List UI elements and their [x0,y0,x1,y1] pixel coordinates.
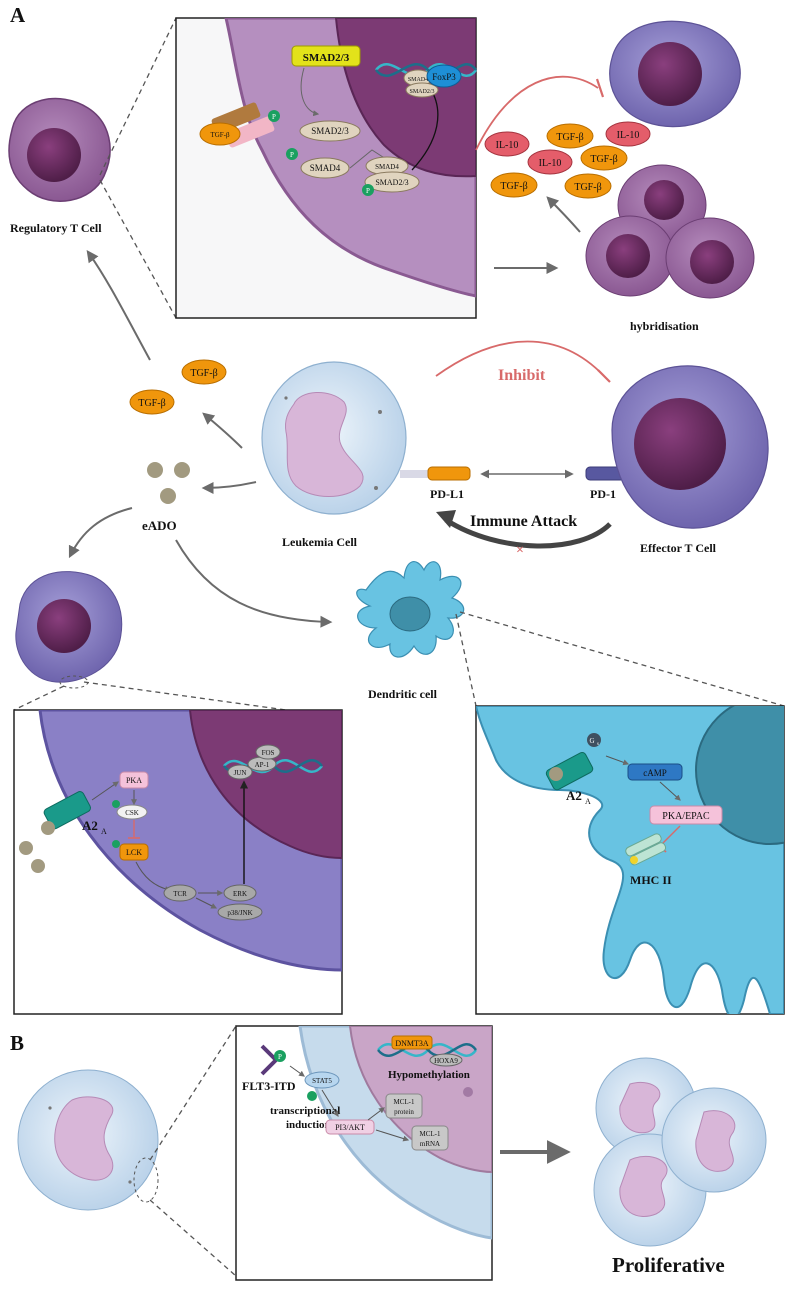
panel-label-b: B [10,1031,24,1055]
mrna-label: mRNA [420,1140,440,1148]
dna-smad4: SMAD4 [408,77,428,83]
a2a-dc-label: A2 [566,788,582,803]
eado-label: eADO [142,518,177,533]
tgfb-secreted: TGF-β [190,368,217,379]
a2a-dc-sub: A [585,797,591,806]
adenosine-target-t-cell [15,571,123,683]
panel-b-leukemia-cell [17,1069,159,1211]
il10-label: IL-10 [539,158,562,169]
adenosine-dot [174,462,190,478]
hypomethylation-label: Hypomethylation [388,1069,470,1081]
flt3-label: FLT3-ITD [242,1079,296,1093]
arrow-to-treg [86,250,151,361]
foxp3-label: FoxP3 [432,72,456,82]
gs-label: G [589,737,594,745]
tgfb-label: TGF-β [556,132,583,143]
gs-sub: s [597,742,599,747]
leukemia-cell [261,361,407,515]
leukemia-cell-label: Leukemia Cell [282,535,358,549]
dendritic-cell [356,561,465,658]
panel-label-a: A [10,3,26,27]
il10-label: IL-10 [617,130,640,141]
pka-epac-label: PKA/EPAC [662,811,710,822]
zoom-line [99,17,177,176]
tgfb-label: TGF-β [500,181,527,192]
pdl1-label: PD-L1 [430,487,464,501]
tgf-ligand-label: TGF-β [210,131,230,139]
smad4-label: SMAD4 [310,163,341,173]
jun-label: JUN [234,769,247,777]
blocked-mark: × [516,543,524,558]
proliferative-label: Proliferative [612,1253,725,1277]
hoxa9-label: HOXA9 [434,1057,458,1065]
lck-label: LCK [126,848,142,857]
effector-t-cell [611,365,769,529]
phospho-label: P [272,113,276,121]
inhibit-arrow [435,340,605,377]
mhc-label: MHC II [630,873,672,887]
inhibit-arrow-treg [475,75,599,151]
p38jnk-label: p38/JNK [227,909,252,917]
smad23-top-label: SMAD2/3 [303,52,350,64]
inset-flt3-itd: P FLT3-ITD STAT5 transcriptional inducti… [235,1025,493,1281]
pd1-label: PD-1 [590,487,616,501]
protein-label: protein [394,1108,414,1116]
tgfb-label: TGF-β [574,182,601,193]
inset-tgf-smad: TGF-β P SMAD2/3 SMAD2/3 P SMAD4 SMAD4 SM… [175,17,478,319]
dna-smad23: SMAD2/3 [409,89,434,95]
immune-attack-label: Immune Attack [470,513,577,530]
pka-label: PKA [126,776,142,785]
transcriptional-label: transcriptional [270,1105,340,1117]
smad23-mid-label: SMAD2/3 [311,126,349,136]
a2a-label: A2 [82,818,98,833]
tgfb-label: TGF-β [590,154,617,165]
fos-label: FOS [262,749,275,757]
phospho-b: P [278,1053,282,1061]
a2a-sub: A [101,827,107,836]
inset-a2a-tcell: A2 A PKA CSK LCK TCR ERK p38/JNK JUN AP-… [13,709,343,1015]
zoom-line [99,179,177,319]
immune-attack-arrow [444,517,612,549]
tgfb-secreted: TGF-β [138,398,165,409]
effector-t-cell-label: Effector T Cell [640,541,717,555]
cytokine-cluster: IL-10 TGF-β IL-10 IL-10 TGF-β TGF-β TGF-… [484,121,651,199]
tcr-label: TCR [173,890,187,898]
phospho-label: P [290,151,294,159]
camp-label: cAMP [643,768,667,778]
hybridisation-label: hybridisation [630,319,699,333]
proliferating-cells [593,1057,767,1247]
complex-smad23: SMAD2/3 [375,178,408,187]
pi3akt-label: PI3/AKT [335,1123,365,1132]
phospho-label: P [366,187,370,195]
suppressed-effector-cell [609,20,741,128]
regulatory-t-cell [8,97,111,202]
mcl1-protein-label: MCL-1 [394,1098,416,1106]
regulatory-t-cell-label: Regulatory T Cell [10,221,102,235]
adenosine-dot [147,462,163,478]
mcl1-mrna-label: MCL-1 [420,1130,442,1138]
csk-label: CSK [125,809,139,817]
inset-a2a-dendritic: G s A2 A cAMP PKA/EPAC MHC II [475,705,785,1015]
il10-label: IL-10 [496,140,519,151]
erk-label: ERK [233,890,247,898]
stat5-label: STAT5 [312,1077,332,1085]
adenosine-dot [160,488,176,504]
dnmt3a-label: DNMT3A [395,1039,429,1048]
dendritic-cell-label: Dendritic cell [368,687,438,701]
complex-smad4: SMAD4 [375,163,399,171]
induction-label: induction [286,1119,331,1131]
ap1-label: AP-1 [255,761,270,769]
inhibit-label: Inhibit [498,367,546,384]
hybridised-cells [585,164,755,299]
